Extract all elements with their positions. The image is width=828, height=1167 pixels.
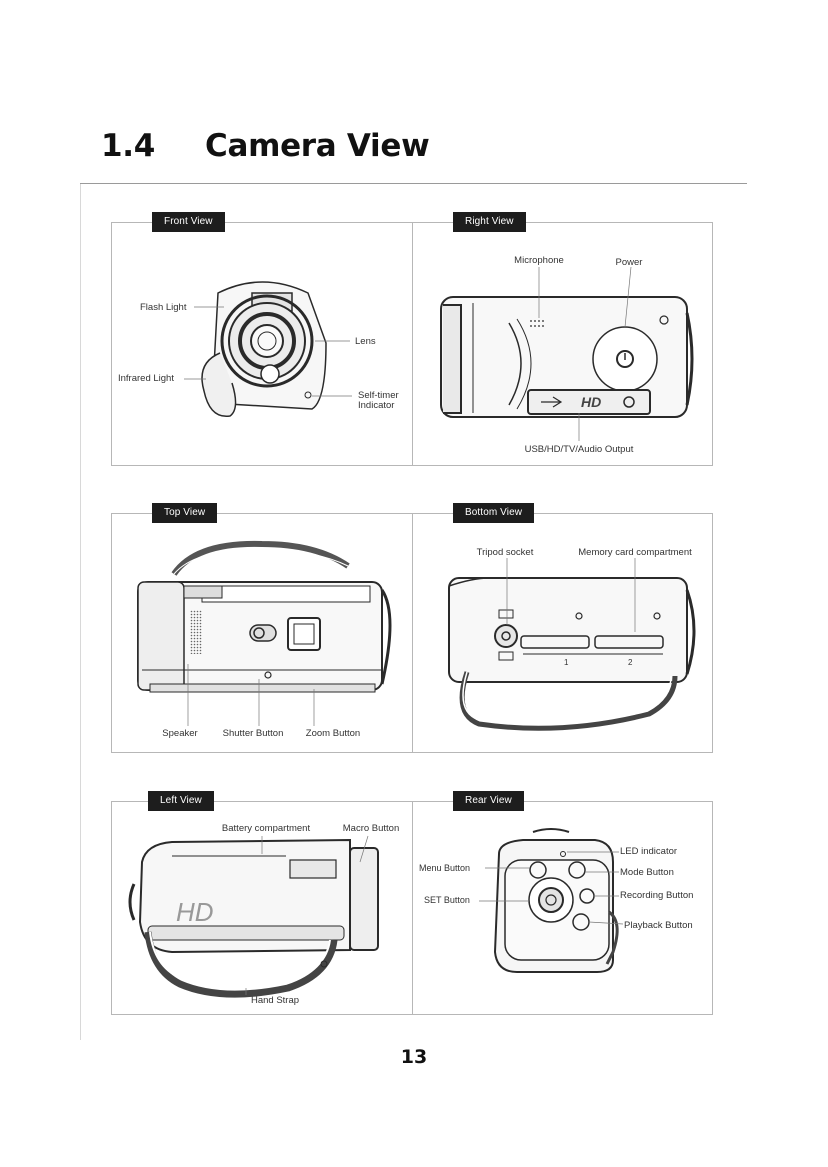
rear-view-illustration <box>479 828 624 973</box>
hd-body-text: HD <box>176 897 214 927</box>
lens-label: Lens <box>355 336 376 347</box>
front-view-tag: Front View <box>152 212 225 232</box>
zoom-button-label: Zoom Button <box>305 728 361 739</box>
right-view-illustration <box>440 266 694 441</box>
tripod-socket-label: Tripod socket <box>476 547 534 558</box>
shutter-button-label: Shutter Button <box>222 728 284 739</box>
memory-card-label: Memory card compartment <box>578 547 692 558</box>
left-view-illustration <box>128 835 379 998</box>
left-view-tag: Left View <box>148 791 214 811</box>
battery-compartment-label: Battery compartment <box>221 823 311 834</box>
recording-button-label: Recording Button <box>620 890 694 901</box>
rear-view-panel: Rear View Menu Button SET Button LED ind… <box>412 791 713 1015</box>
mode-button-label: Mode Button <box>620 867 674 878</box>
hand-strap-label: Hand Strap <box>250 995 300 1006</box>
top-view-illustration <box>137 540 392 726</box>
set-button-label: SET Button <box>424 895 470 905</box>
led-indicator-label: LED indicator <box>620 846 678 857</box>
section-number: 1.4 <box>101 128 156 164</box>
top-view-tag: Top View <box>152 503 218 523</box>
self-timer-label: Self-timer <box>358 390 399 401</box>
rear-view-tag: Rear View <box>453 791 524 811</box>
power-label: Power <box>615 257 643 268</box>
macro-button-label: Macro Button <box>342 823 400 834</box>
menu-button-label: Menu Button <box>419 863 471 873</box>
speaker-label: Speaker <box>162 728 198 739</box>
bottom-view-tag: Bottom View <box>453 503 535 523</box>
playback-button-label: Playback Button <box>624 920 693 931</box>
right-view-panel: Right View HD Microphone Power <box>412 212 713 466</box>
page-number: 13 <box>400 1046 428 1068</box>
port-text: HD <box>581 394 602 410</box>
slot-number-2: 2 <box>628 658 633 667</box>
bottom-view-illustration <box>448 558 696 731</box>
flash-light-label: Flash Light <box>140 302 187 313</box>
top-view-panel: Top View <box>111 503 413 753</box>
heading-rule <box>80 183 747 184</box>
left-view-panel: Left View HD Battery compartment Macro B… <box>111 791 413 1015</box>
bottom-view-panel: Bottom View 1 2 Tripod socket Memory car… <box>412 503 713 753</box>
section-title: Camera View <box>205 128 430 164</box>
front-view-panel: Front View Flash Light Infrared Light Le… <box>111 212 413 466</box>
left-margin-rule <box>80 184 81 1040</box>
front-view-illustration <box>184 281 352 418</box>
microphone-label: Microphone <box>514 255 564 266</box>
slot-number-1: 1 <box>564 658 569 667</box>
usb-output-label: USB/HD/TV/Audio Output <box>524 444 634 455</box>
infrared-light-label: Infrared Light <box>118 373 174 384</box>
self-timer-label-line2: Indicator <box>358 400 395 411</box>
right-view-tag: Right View <box>453 212 526 232</box>
